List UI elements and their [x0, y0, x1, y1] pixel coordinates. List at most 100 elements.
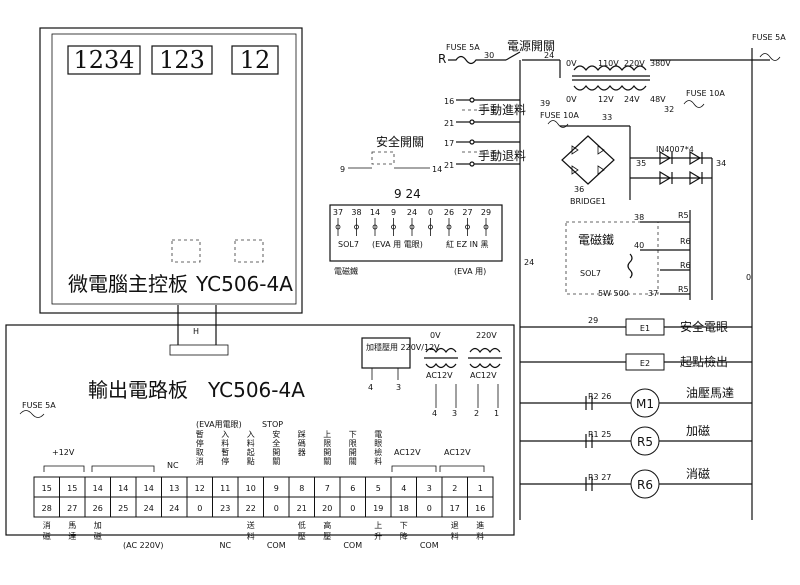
terminal-bottom-label: 加磁	[94, 520, 102, 541]
svg-text:4: 4	[368, 383, 373, 392]
svg-text:SOL7: SOL7	[580, 269, 601, 278]
load-wire-label: R3 27	[588, 473, 611, 482]
fuse-10a-a-label: FUSE 10A	[540, 111, 579, 120]
terminal-bottom-label: COM	[343, 541, 362, 550]
svg-text:35: 35	[636, 159, 646, 168]
load-name: 起點檢出	[680, 354, 728, 369]
terminal-number: 26	[93, 504, 103, 513]
label-ac12v-a: AC12V	[394, 448, 421, 457]
svg-text:24: 24	[544, 51, 554, 60]
svg-text:16: 16	[444, 97, 454, 106]
fuse-10a-b-symbol	[683, 100, 705, 108]
stop-note: STOP	[262, 420, 283, 429]
diode-label: IN4007*4	[656, 145, 694, 154]
display-3	[231, 45, 279, 75]
safety-switch-label: 安全開關	[376, 134, 424, 149]
bridge-label: BRIDGE1	[570, 197, 606, 206]
main-board-model: YC506-4A	[195, 272, 293, 296]
fuse-right-symbol	[759, 53, 781, 61]
load-box-label: M1	[636, 397, 654, 411]
load-name: 消磁	[686, 466, 710, 481]
svg-text:14: 14	[432, 165, 442, 174]
connector-label: H	[193, 327, 199, 336]
terminal-number: 8	[299, 484, 304, 493]
terminal-number: 0	[197, 504, 202, 513]
svg-text:21: 21	[444, 119, 454, 128]
terminal-header: 入料暫停	[221, 430, 229, 466]
small-block-number: 24	[407, 208, 417, 217]
trafo-tap-top: 110V	[598, 59, 619, 68]
terminal-number: 25	[118, 504, 128, 513]
terminal-bottom-label: 馬達	[68, 521, 76, 541]
terminal-number: 20	[322, 504, 332, 513]
svg-text:34: 34	[716, 159, 726, 168]
terminal-number: 2	[452, 484, 457, 493]
terminal-number: 7	[325, 484, 330, 493]
svg-text:3: 3	[452, 409, 457, 418]
terminal-number: 27	[67, 504, 77, 513]
terminal-bottom-label: 上升	[374, 521, 382, 541]
main-board-title: 微電腦主控板	[68, 272, 188, 296]
svg-text:39: 39	[540, 99, 550, 108]
terminal-number: 13	[169, 484, 179, 493]
terminal-bottom-label: 退料	[451, 521, 459, 541]
svg-text:R5: R5	[678, 285, 689, 294]
trafo-tap-bottom: 0V	[566, 95, 577, 104]
terminal-number: 6	[350, 484, 355, 493]
small-block-number: 0	[428, 208, 433, 217]
terminal-number: 4	[401, 484, 406, 493]
svg-text:AC12V: AC12V	[470, 371, 497, 380]
terminal-header: 電眼檢料	[374, 430, 382, 466]
terminal-number: 0	[274, 504, 279, 513]
terminal-header: 入料起點	[247, 430, 255, 466]
terminal-bottom-label: COM	[267, 541, 286, 550]
load-name: 安全電眼	[680, 319, 728, 334]
svg-text:加穩壓用 220V/12V: 加穩壓用 220V/12V	[366, 342, 440, 352]
small-block-number: 38	[351, 208, 361, 217]
terminal-bottom-label: 低壓	[298, 520, 306, 541]
svg-text:3: 3	[396, 383, 401, 392]
svg-text:R5: R5	[678, 211, 689, 220]
svg-text:0V: 0V	[430, 331, 441, 340]
terminal-number: 18	[399, 504, 409, 513]
svg-text:AC12V: AC12V	[426, 371, 453, 380]
trafo-tap-top: 220V	[624, 59, 645, 68]
output-board: 輸出電路板 YC506-4A FUSE 5A +12V NC AC12V AC1…	[5, 324, 515, 550]
manual-out-label: 手動退料	[478, 149, 526, 163]
solenoid-circuit: 電磁鐵 SOL7 5W 500 38 40 37 R5 R6 R6 R5	[565, 178, 713, 300]
fuse-main-symbol	[448, 55, 506, 65]
trafo-tap-bottom: 24V	[624, 95, 640, 104]
terminal-number: 24	[169, 504, 179, 513]
load-name: 油壓馬達	[686, 386, 734, 400]
small-block-number: 29	[481, 208, 491, 217]
svg-text:30: 30	[484, 51, 494, 60]
terminal-number: 23	[220, 504, 230, 513]
display-2-value: 123	[159, 46, 205, 74]
power-switch-label: 電源開關	[507, 39, 555, 53]
svg-text:(EVA 用): (EVA 用)	[454, 267, 486, 276]
terminal-bottom-label: NC	[219, 541, 231, 550]
terminal-header: 下限開關	[349, 430, 357, 466]
main-control-board: 1234 123 12 微電腦主控板 YC506-4A	[39, 27, 303, 314]
svg-text:36: 36	[574, 185, 584, 194]
svg-text:R6: R6	[680, 261, 691, 270]
terminal-header: 安全開關	[272, 429, 280, 466]
terminal-number: 28	[42, 504, 52, 513]
terminal-number: 10	[246, 484, 256, 493]
terminal-bottom-label: 下降	[400, 521, 408, 541]
terminal-number: 22	[246, 504, 256, 513]
terminal-bottom-label: COM	[420, 541, 439, 550]
manual-in-label: 手動進料	[478, 103, 526, 117]
svg-text:紅 EZ IN 黑: 紅 EZ IN 黑	[446, 239, 489, 249]
trafo-tap-top: 380V	[650, 59, 671, 68]
